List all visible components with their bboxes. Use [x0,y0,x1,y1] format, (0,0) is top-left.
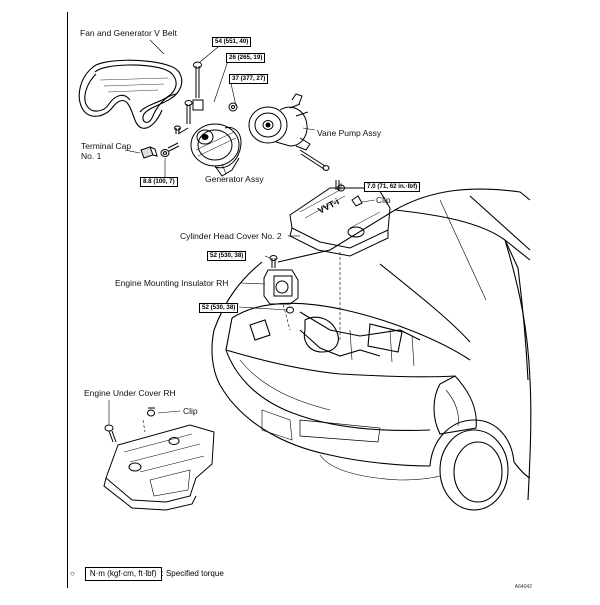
bolt-small [160,142,180,157]
torque-spec-1: 54 (551, 40) [212,37,252,47]
torque-legend: ○ N·m (kgf·cm, ft·lbf): Specified torque [70,567,224,581]
under-cover-drawing [103,407,215,511]
label-clip-bottom: Clip [183,406,198,416]
generator-drawing [174,100,242,177]
label-fan-generator-v-belt: Fan and Generator V Belt [80,28,177,38]
torque-spec-2: 26 (265, 19) [226,53,266,63]
left-frame-line [67,12,68,588]
torque-unit-box: N·m (kgf·cm, ft·lbf) [84,567,162,581]
vane-pump-drawing [228,93,330,171]
label-vane-pump-assy: Vane Pump Assy [317,128,382,138]
label-generator-assy: Generator Assy [205,174,264,184]
v-belt-drawing [78,59,183,129]
label-engine-mounting-insulator: Engine Mounting Insulator RH [115,278,229,288]
torque-symbol: ○ [70,569,75,578]
torque-legend-text: : Specified torque [161,569,224,578]
engine-mount-drawing [263,255,299,314]
torque-spec-6: 52 (530, 38) [207,251,247,261]
torque-spec-7: 52 (530, 38) [199,303,239,313]
label-engine-under-cover: Engine Under Cover RH [84,388,176,398]
cylinder-head-cover-drawing: VVT-i [289,180,391,257]
alignment-lines [142,252,341,433]
figure-id: A64042 [514,584,532,590]
car-body-drawing [211,188,532,511]
label-clip-top: Clip [376,195,391,205]
label-terminal-cap: Terminal Cap No. 1 [81,141,132,161]
label-cylinder-head-cover: Cylinder Head Cover No. 2 [180,231,282,241]
torque-spec-5: 7.0 (71, 62 in.·lbf) [364,182,421,192]
torque-spec-4: 8.8 (100, 7) [140,177,178,187]
torque-spec-3: 37 (377, 27) [229,74,269,84]
generator-bolts [192,61,204,111]
terminal-cap-drawing [140,146,158,159]
